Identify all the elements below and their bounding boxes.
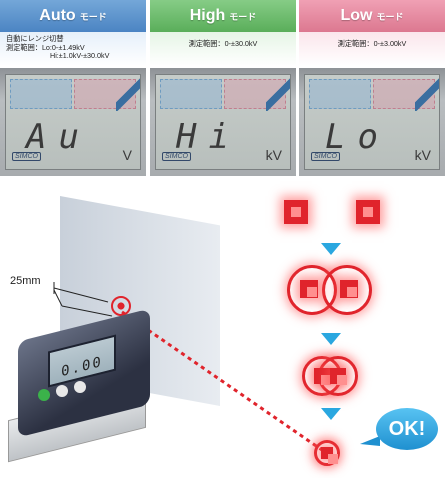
lcd-logo-icon: SIMCO [12, 152, 41, 161]
high-lcd-unit: kV [265, 147, 282, 163]
ok-bubble: OK! [376, 408, 438, 450]
ring-right-icon [322, 265, 372, 315]
meter-white-button-icon [56, 385, 68, 397]
auto-mode-title: Auto [39, 7, 76, 24]
low-lcd-unit: kV [414, 147, 431, 163]
arrow-down-icon [321, 243, 341, 255]
high-mode-header: High モード [150, 0, 296, 32]
light-spot-icon [300, 280, 318, 298]
high-mode-title: High [189, 7, 226, 24]
auto-desc-line-1: 自動にレンジ切替 [6, 34, 64, 43]
meter-white-button-icon [74, 381, 86, 393]
low-lcd-text: Lo [325, 117, 390, 157]
light-spot-icon [314, 368, 331, 385]
low-mode-title: Low [340, 7, 373, 24]
low-mode-description: 測定範囲：0-±3.00kV [299, 32, 445, 66]
ok-bubble-tail [360, 436, 380, 446]
low-lcd: SIMCO Lo kV [299, 68, 445, 176]
lcd-logo-icon: SIMCO [311, 152, 340, 161]
ring-merged-icon [314, 440, 340, 466]
auto-desc-line-3: Hi:±1.0kV-±30.0kV [50, 51, 110, 61]
auto-desc-line-2: 測定範囲：Lo:0-±1.49kV [6, 42, 85, 52]
low-mode-panel: Low モード 測定範囲：0-±3.00kV SIMCO Lo kV [299, 0, 445, 178]
meter-green-button-icon [38, 389, 50, 401]
high-lcd: SIMCO Hi kV [150, 68, 296, 176]
light-spot-right-icon [356, 200, 380, 224]
low-desc-line-1: 測定範囲：0-±3.00kV [337, 39, 407, 48]
auto-mode-suffix: モード [79, 11, 107, 22]
arrow-down-icon [321, 333, 341, 345]
light-spot-merged-icon [321, 447, 338, 464]
high-mode-panel: High モード 測定範囲：0-±30.0kV SIMCO Hi kV [150, 0, 296, 178]
static-meter-device: 0.00 [8, 308, 158, 463]
light-spot-icon [330, 368, 347, 385]
auto-mode-header: Auto モード [0, 0, 146, 32]
auto-mode-panel: Auto モード 自動にレンジ切替 測定範囲：Lo:0-±1.49kV Hi:±… [0, 0, 146, 178]
arrow-down-icon [321, 408, 341, 420]
auto-lcd-text: Au [26, 117, 91, 157]
lcd-logo-icon: SIMCO [162, 152, 191, 161]
low-mode-suffix: モード [376, 11, 404, 22]
low-mode-header: Low モード [299, 0, 445, 32]
auto-lcd-unit: V [122, 147, 132, 163]
light-spot-left-icon [284, 200, 308, 224]
high-lcd-text: Hi [176, 117, 241, 157]
high-mode-description: 測定範囲：0-±30.0kV [150, 32, 296, 66]
high-desc-line-1: 測定範囲：0-±30.0kV [188, 39, 258, 48]
auto-mode-description: 自動にレンジ切替 測定範囲：Lo:0-±1.49kV Hi:±1.0kV-±30… [0, 32, 146, 66]
auto-lcd: SIMCO Au V [0, 68, 146, 176]
light-spot-icon [340, 280, 358, 298]
high-mode-suffix: モード [229, 11, 257, 22]
distance-label: 25mm [10, 275, 41, 287]
